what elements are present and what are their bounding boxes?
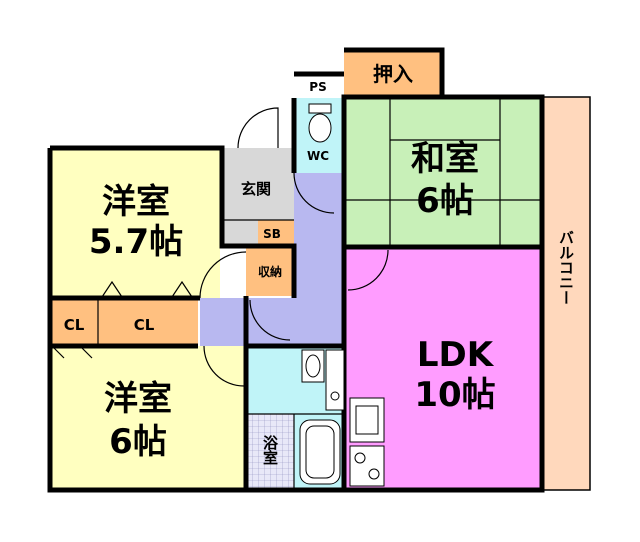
cl-left-label: CL: [64, 316, 85, 334]
yoshitsu-bottom-name: 洋室: [104, 379, 172, 419]
washbasin-icon: [301, 349, 325, 383]
washitsu-size: 6帖: [416, 181, 474, 221]
shuno-label: 収納: [258, 264, 282, 279]
cl-left-area: [50, 300, 98, 346]
windows: [49, 140, 543, 491]
oshiire-label: 押入: [373, 62, 413, 86]
wc-label: WC: [307, 149, 329, 163]
hall-area: [200, 173, 344, 346]
doors: [51, 107, 389, 387]
washitsu-name: 和室: [411, 139, 479, 179]
yoshitsu-top-name: 洋室: [102, 182, 170, 222]
sb-label: SB: [263, 227, 281, 241]
ldk-size: 10帖: [414, 375, 495, 415]
ps-label: PS: [309, 80, 326, 94]
toilet-icon: [308, 103, 332, 143]
bath-label: 浴室: [261, 434, 279, 465]
yoshitsu-top-size: 5.7帖: [89, 222, 183, 262]
yoshitsu-bottom-area: [50, 346, 246, 490]
balcony-label: バルコニー: [557, 230, 575, 305]
stove-icon: [349, 445, 385, 487]
washer-icon: [325, 349, 345, 411]
ps-area: [294, 74, 341, 98]
cl-right-label: CL: [134, 316, 155, 334]
yoshitsu-top-area: [50, 148, 220, 298]
balcony-outline: [541, 96, 591, 491]
oshiire-area: [344, 50, 442, 97]
sb-area: [258, 220, 294, 246]
genkan-label: 玄関: [241, 180, 271, 198]
washitsu-tatami-lines: [344, 97, 542, 247]
ldk-name: LDK: [417, 335, 495, 375]
yoshitsu-bottom-size: 6帖: [109, 422, 167, 462]
washitsu-area: [344, 97, 542, 247]
cl-right-area: [98, 300, 198, 346]
kitchen-sink-icon: [349, 397, 385, 443]
balcony-area: [542, 97, 590, 490]
bathtub-icon: [299, 419, 341, 485]
shuno-area: [246, 248, 294, 296]
bath-area: [246, 414, 294, 490]
